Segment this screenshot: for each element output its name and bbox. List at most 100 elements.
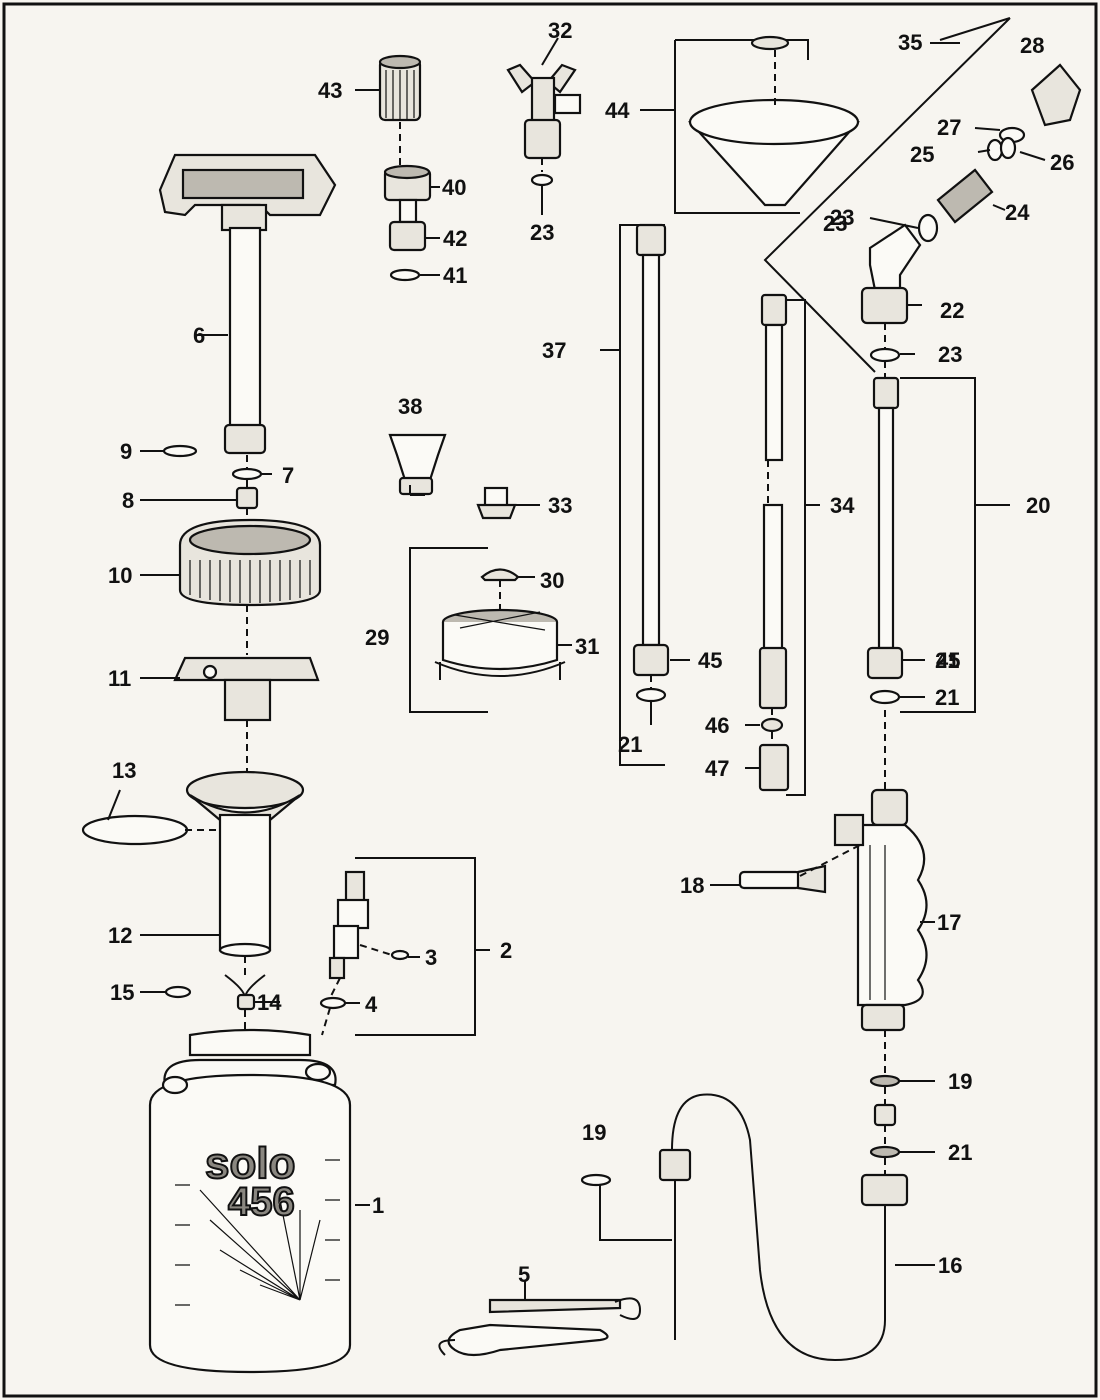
part-label-13: 13 bbox=[112, 758, 136, 783]
part-label-26: 26 bbox=[1050, 150, 1074, 175]
o-ring-part-19b bbox=[869, 1074, 901, 1088]
part-label-20: 20 bbox=[1026, 493, 1050, 518]
spray-lance-part-37 bbox=[632, 223, 670, 677]
part-label-30: 30 bbox=[540, 568, 564, 593]
part-label-4: 4 bbox=[365, 992, 378, 1017]
part-label-25: 25 bbox=[910, 142, 934, 167]
part-label-41: 41 bbox=[443, 263, 467, 288]
valve-part-14 bbox=[224, 974, 266, 1011]
part-label-32: 32 bbox=[548, 18, 572, 43]
part-label-21: 21 bbox=[935, 685, 959, 710]
part-label-3: 3 bbox=[425, 945, 437, 970]
nozzle-part-38 bbox=[388, 433, 447, 496]
nozzle-part-46 bbox=[760, 717, 784, 733]
o-ring-part-21b bbox=[869, 689, 901, 705]
part-label-27: 27 bbox=[937, 115, 961, 140]
part-label-12: 12 bbox=[108, 923, 132, 948]
part-label-38: 38 bbox=[398, 394, 422, 419]
part-label-31: 31 bbox=[575, 634, 599, 659]
o-ring-part-41 bbox=[389, 268, 421, 282]
part-label-18: 18 bbox=[680, 873, 704, 898]
pump-cap-part-11 bbox=[173, 656, 320, 722]
part-label-19: 19 bbox=[582, 1120, 606, 1145]
part-label-22: 22 bbox=[940, 298, 964, 323]
nut-part-43 bbox=[378, 54, 422, 122]
hose-part-16 bbox=[658, 1093, 909, 1362]
part-label-17: 17 bbox=[937, 910, 961, 935]
nozzle-cap-part-28 bbox=[1030, 63, 1082, 127]
adapter-part-40 bbox=[383, 164, 432, 224]
nozzle-discs-parts-25-26-27 bbox=[986, 126, 1026, 162]
part-label-46: 46 bbox=[705, 713, 729, 738]
carry-strap-part-5 bbox=[438, 1297, 642, 1357]
double-nozzle-part-32 bbox=[506, 63, 582, 160]
o-ring-part-23b bbox=[917, 213, 939, 243]
part-label-6: 6 bbox=[193, 323, 205, 348]
nozzle-part-33 bbox=[476, 486, 517, 520]
valve-handle-part-17 bbox=[833, 788, 928, 1032]
pump-cylinder-part-12 bbox=[185, 770, 305, 958]
funnel-part-44 bbox=[674, 35, 860, 214]
part-label-47: 47 bbox=[705, 756, 729, 781]
angle-piece-part-22 bbox=[860, 223, 922, 325]
part-label-33: 33 bbox=[548, 493, 572, 518]
nozzle-part-47 bbox=[758, 743, 790, 792]
leader-lines bbox=[107, 37, 1046, 1300]
part-label-9: 9 bbox=[120, 439, 132, 464]
spray-tube-part-20 bbox=[866, 376, 904, 680]
extension-tube-part-34 bbox=[758, 293, 788, 710]
tank-model-text: 456 bbox=[228, 1180, 295, 1224]
part-label-7: 7 bbox=[282, 463, 294, 488]
o-ring-part-3 bbox=[390, 949, 410, 961]
tank-brand-text: solo bbox=[205, 1139, 295, 1188]
part-label-14: 14 bbox=[257, 990, 282, 1015]
part-label-23: 23 bbox=[938, 342, 962, 367]
part-label-34: 34 bbox=[830, 493, 855, 518]
seal-ring-part-13 bbox=[81, 814, 189, 846]
part-label-45: 45 bbox=[698, 648, 722, 673]
part-label-21: 21 bbox=[618, 732, 642, 757]
pump-handle-part-6 bbox=[158, 153, 337, 455]
nozzle-part-42 bbox=[388, 220, 427, 252]
filter-group-part-29 bbox=[409, 547, 566, 713]
part-label-21: 21 bbox=[935, 648, 959, 673]
part-label-19: 19 bbox=[948, 1069, 972, 1094]
part-label-8: 8 bbox=[122, 488, 134, 513]
part-label-1: 1 bbox=[372, 1193, 384, 1218]
o-ring-part-4 bbox=[319, 996, 347, 1010]
part-label-21: 21 bbox=[948, 1140, 972, 1165]
part-label-24: 24 bbox=[1005, 200, 1030, 225]
part-label-44: 44 bbox=[605, 98, 630, 123]
part-label-42: 42 bbox=[443, 226, 467, 251]
part-label-15: 15 bbox=[110, 980, 134, 1005]
tank-part-1: solo 456 bbox=[148, 1028, 352, 1374]
part-label-11: 11 bbox=[108, 666, 131, 691]
relief-valve-part-2 bbox=[328, 870, 370, 980]
valve-part-8 bbox=[235, 486, 259, 510]
o-ring-part-7 bbox=[231, 467, 263, 481]
o-ring-part-23c bbox=[869, 347, 901, 363]
part-label-43: 43 bbox=[318, 78, 342, 103]
part-label-28: 28 bbox=[1020, 33, 1044, 58]
part-label-40: 40 bbox=[442, 175, 466, 200]
part-label-29: 29 bbox=[365, 625, 389, 650]
o-ring-part-23a bbox=[530, 173, 554, 187]
part-label-45: 45 bbox=[936, 648, 960, 673]
ring-nut-part-10 bbox=[178, 518, 322, 607]
part-number-labels: 1234567891011121314151617181919202121212… bbox=[108, 18, 1074, 1287]
part-label-10: 10 bbox=[108, 563, 132, 588]
o-ring-part-15 bbox=[164, 985, 192, 999]
part-label-37: 37 bbox=[542, 338, 566, 363]
part-label-23: 23 bbox=[823, 211, 847, 236]
part-label-23: 23 bbox=[530, 220, 554, 245]
part-label-23: 23 bbox=[830, 205, 854, 230]
o-ring-part-21a bbox=[635, 687, 667, 703]
filter-part-24 bbox=[936, 168, 994, 224]
part-label-35: 35 bbox=[898, 30, 922, 55]
o-ring-part-9 bbox=[162, 444, 198, 458]
o-ring-part-19a bbox=[580, 1173, 612, 1187]
part-label-2: 2 bbox=[500, 938, 512, 963]
part-label-5: 5 bbox=[518, 1262, 530, 1287]
